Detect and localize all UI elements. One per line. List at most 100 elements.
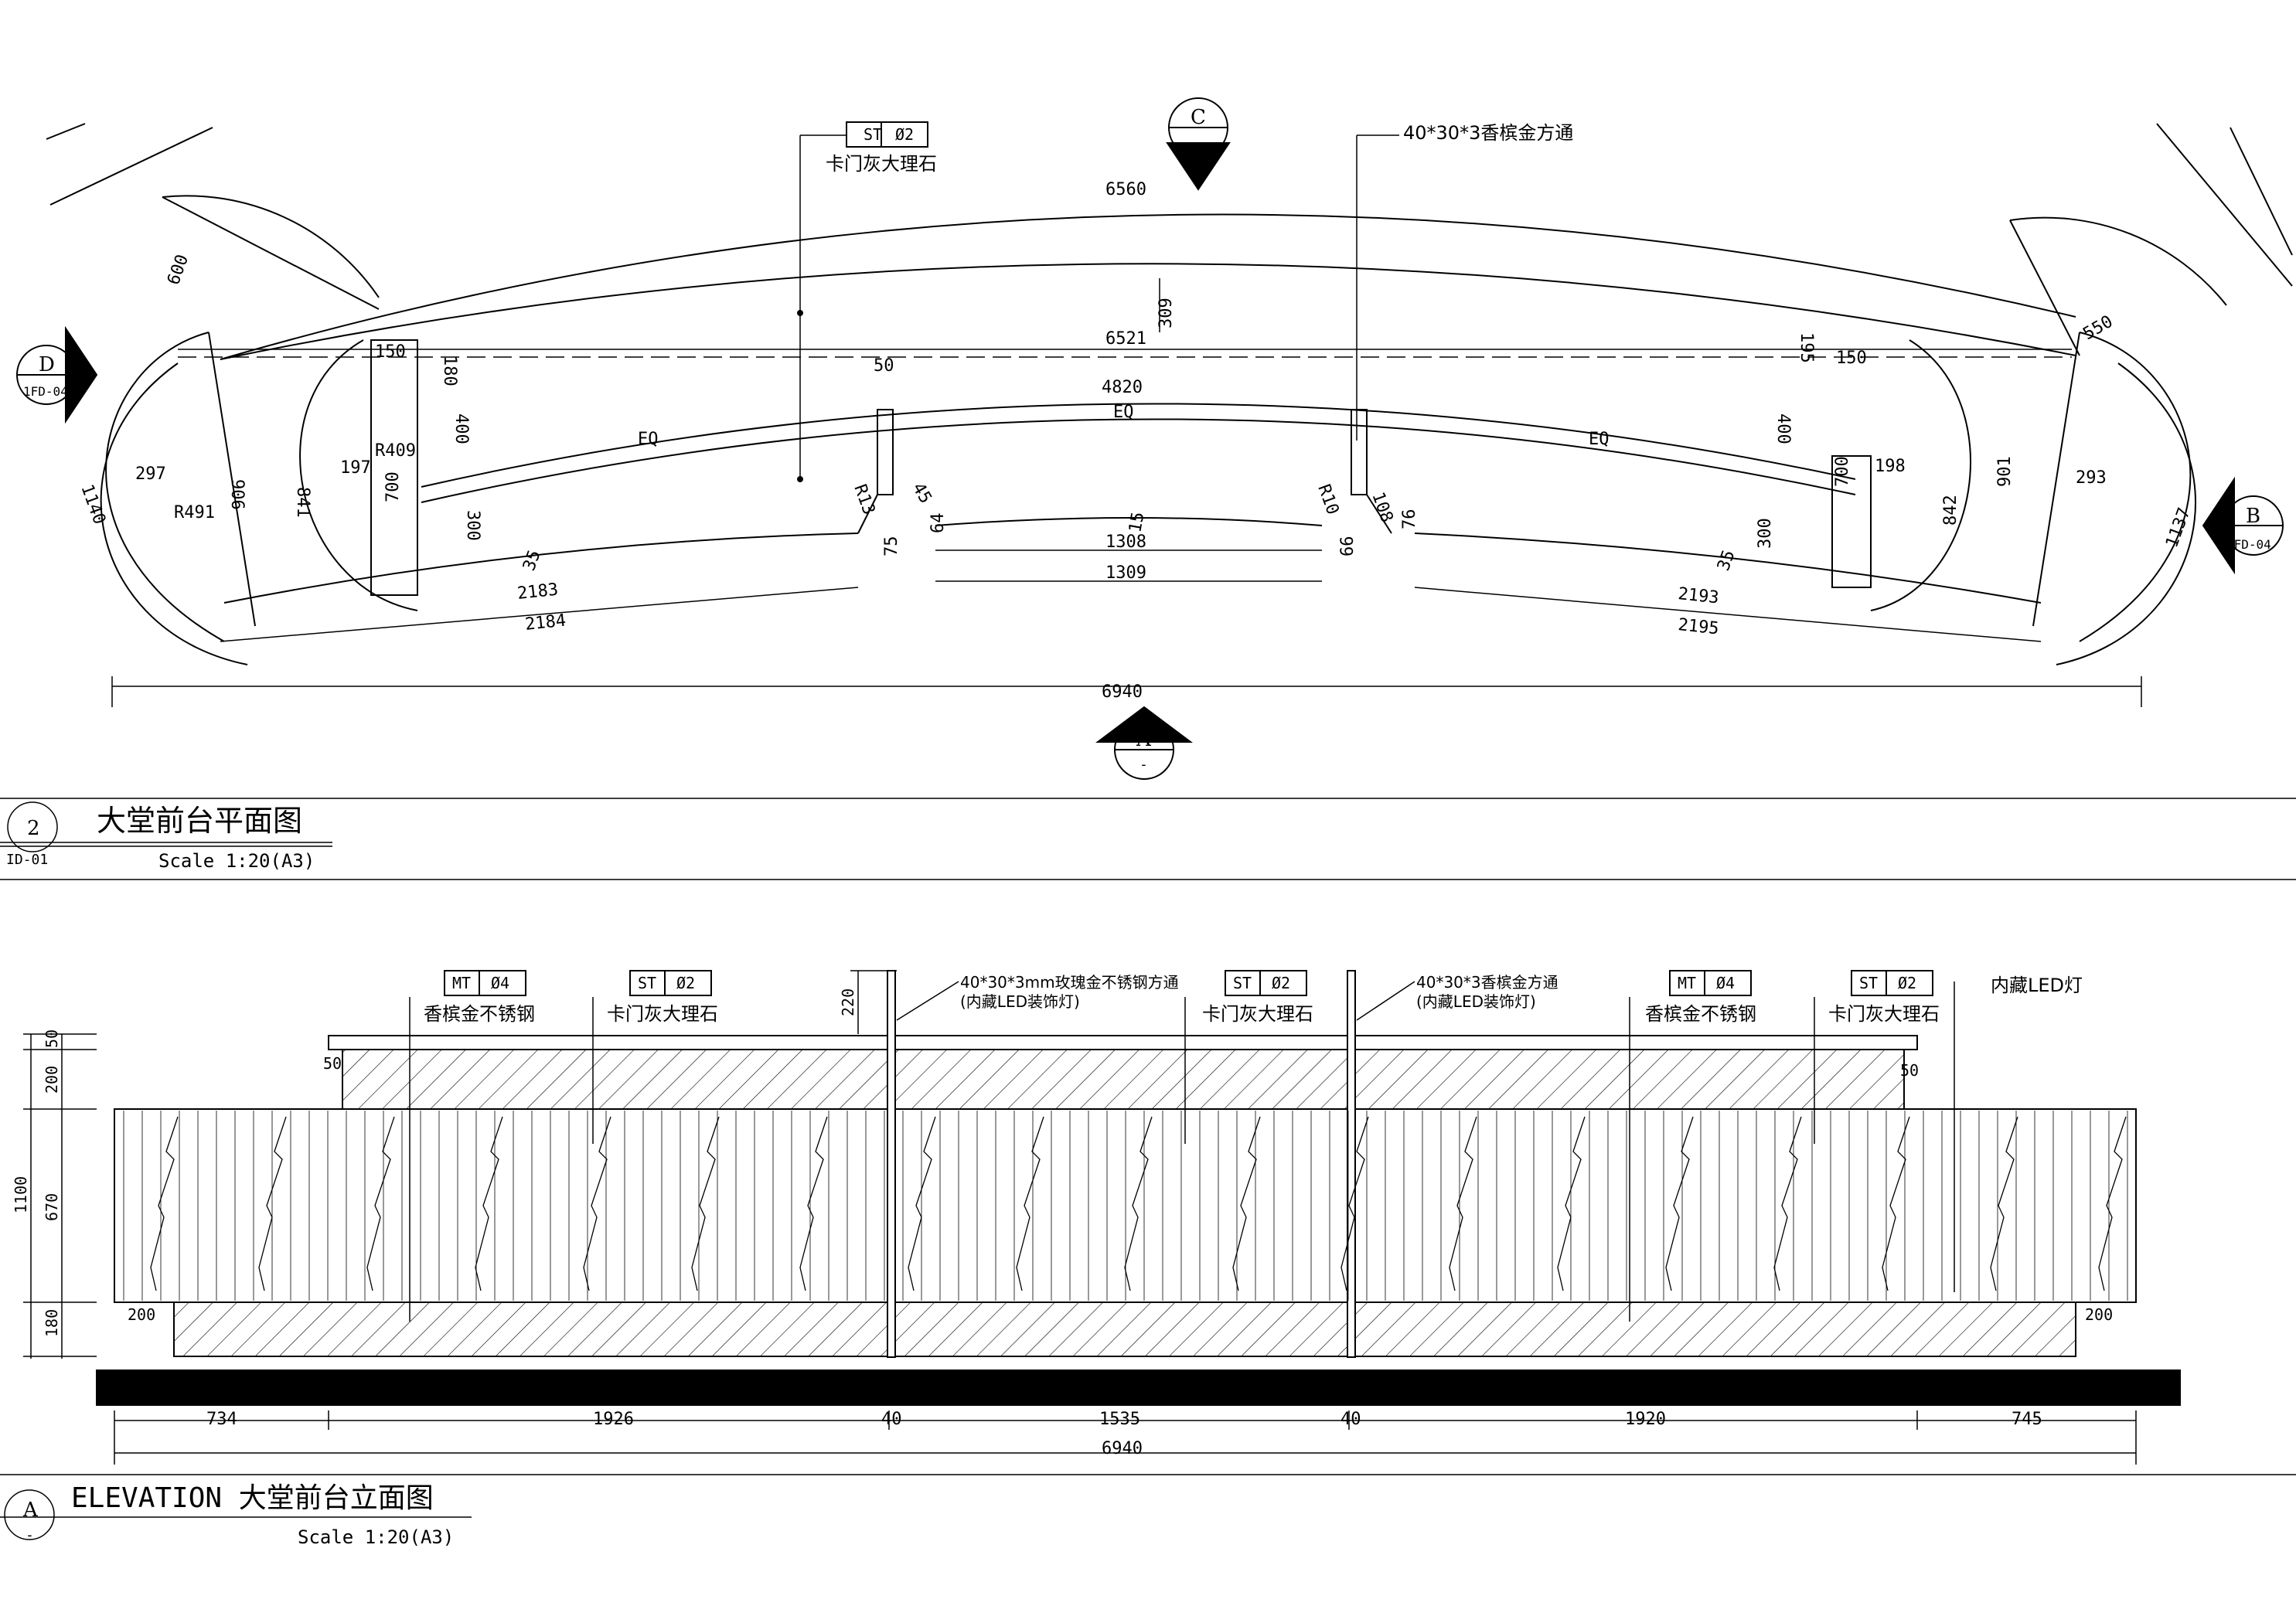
elevation-sub: - [26, 1527, 34, 1543]
elevation-vertical-dims: 50 200 670 1100 180 220 50 50 200 200 [12, 988, 2113, 1337]
led-label: 内藏LED灯 [1991, 975, 2083, 996]
bottom-dim-4: 40 [1340, 1410, 1361, 1429]
dim-r10: R10 [1313, 482, 1342, 518]
marker-c-ref: 1FD-04 [1175, 147, 1220, 162]
bottom-dim-5: 1920 [1625, 1410, 1666, 1429]
dim-150-left: 150 [375, 342, 406, 362]
bottom-dim-2: 40 [881, 1410, 902, 1429]
elevation-view [23, 970, 2181, 1465]
dim-r491: R491 [174, 503, 215, 522]
vdim-670: 670 [43, 1193, 61, 1221]
vdim-1100: 1100 [12, 1176, 30, 1213]
dim-198: 198 [1875, 457, 1906, 476]
st1-num: Ø2 [676, 974, 695, 992]
dim-108: 108 [1368, 490, 1396, 526]
bottom-dim-0: 734 [206, 1410, 237, 1429]
sdim-50-right: 50 [1900, 1061, 1919, 1080]
st1-label: 卡门灰大理石 [607, 1003, 718, 1025]
marble-veining [123, 1111, 2128, 1301]
bar1-line1: 40*30*3mm玫瑰金不锈钢方通 [960, 973, 1179, 992]
dim-eq-3: EQ [1589, 430, 1610, 449]
dim-293: 293 [2076, 468, 2107, 488]
bottom-dim-3: 1535 [1099, 1410, 1140, 1429]
dim-150-right: 150 [1836, 349, 1867, 368]
marker-a-letter: A [1136, 728, 1152, 751]
st3-num: Ø2 [1898, 974, 1916, 992]
dim-6521: 6521 [1105, 329, 1146, 349]
dim-76: 76 [1400, 509, 1419, 530]
mt1-num: Ø4 [491, 974, 509, 992]
marker-c-letter: C [1191, 106, 1206, 129]
plan-view-number: 2 [27, 817, 40, 840]
dim-309: 309 [1157, 298, 1176, 328]
dim-297: 297 [135, 464, 166, 484]
st2-code: ST [1233, 974, 1252, 992]
vdim-180: 180 [43, 1309, 61, 1337]
dim-64: 64 [928, 513, 948, 534]
mt2-num: Ø4 [1716, 974, 1735, 992]
mt2-label: 香槟金不锈钢 [1645, 1003, 1756, 1025]
dim-eq-1: EQ [638, 430, 659, 449]
plan-title-block [0, 798, 2296, 880]
plan-st-tag-num: Ø2 [895, 125, 914, 144]
dim-1309: 1309 [1105, 563, 1146, 583]
dim-2193: 2193 [1677, 584, 1719, 607]
sdim-200-left: 200 [128, 1305, 155, 1324]
elevation-tags: MT Ø4 ST Ø2 ST Ø2 MT Ø4 ST Ø2 [452, 974, 1916, 992]
elevation-scale: Scale 1:20(A3) [298, 1526, 454, 1548]
dim-2184: 2184 [524, 611, 567, 635]
dim-180: 180 [440, 356, 459, 386]
marker-b-letter: B [2246, 505, 2260, 528]
dim-50: 50 [874, 356, 894, 376]
mt1-label: 香槟金不锈钢 [424, 1003, 535, 1025]
dim-eq-2: EQ [1113, 403, 1134, 422]
dim-700-left: 700 [383, 471, 403, 502]
bar2-line1: 40*30*3香槟金方通 [1416, 973, 1558, 992]
bar2-line2: (内藏LED装饰灯) [1416, 992, 1536, 1011]
elevation-title-block [0, 1474, 2296, 1540]
elevation-bar-labels: 40*30*3mm玫瑰金不锈钢方通 (内藏LED装饰灯) 40*30*3香槟金方… [960, 973, 1558, 1011]
dim-300-right: 300 [1756, 518, 1775, 549]
dim-total-6940: 6940 [1102, 1439, 1143, 1458]
dim-300-left: 300 [463, 510, 482, 541]
mt1-code: MT [452, 974, 471, 992]
dim-66: 66 [1338, 536, 1358, 557]
marker-a-ref: - [1139, 757, 1148, 773]
vdim-200: 200 [43, 1066, 61, 1094]
dim-550: 550 [2080, 312, 2117, 345]
dim-841: 841 [293, 487, 312, 518]
sdim-50-left: 50 [323, 1054, 342, 1073]
plan-dimensions: 6560 6521 4820 309 6940 600 550 150 150 … [77, 180, 2194, 702]
dim-35-left: 35 [519, 548, 545, 573]
plan-st-tag-code: ST [864, 125, 882, 144]
dim-45: 45 [908, 480, 935, 507]
st2-label: 卡门灰大理石 [1202, 1003, 1313, 1025]
sdim-200-right: 200 [2085, 1305, 2113, 1324]
dim-2183: 2183 [516, 580, 559, 604]
st3-code: ST [1859, 974, 1878, 992]
dim-75: 75 [882, 536, 901, 557]
dim-600: 600 [164, 252, 192, 288]
dim-901: 901 [1995, 456, 2015, 487]
vdim-220: 220 [839, 988, 857, 1016]
dim-35-right: 35 [1714, 548, 1739, 573]
mt2-code: MT [1678, 974, 1696, 992]
st2-num: Ø2 [1272, 974, 1290, 992]
dim-6940: 6940 [1102, 682, 1143, 702]
plan-view-title: 大堂前台平面图 [97, 804, 302, 838]
elevation-tag-labels: 香槟金不锈钢 卡门灰大理石 卡门灰大理石 香槟金不锈钢 卡门灰大理石 内藏LED… [424, 975, 2083, 1025]
dim-906: 906 [227, 479, 247, 510]
dim-1140: 1140 [77, 482, 109, 527]
dim-842: 842 [1941, 495, 1960, 526]
dim-2195: 2195 [1677, 615, 1719, 638]
elevation-title: ELEVATION 大堂前台立面图 [71, 1482, 434, 1514]
marker-b-ref: 1FD-04 [2226, 537, 2271, 552]
vdim-50: 50 [43, 1029, 61, 1048]
bar1-line2: (内藏LED装饰灯) [960, 992, 1080, 1011]
dim-400-left: 400 [451, 413, 471, 444]
bottom-dim-6: 745 [2012, 1410, 2042, 1429]
dim-r409: R409 [375, 441, 416, 461]
marker-d-ref: 1FD-04 [23, 384, 68, 399]
plan-view-sheet: ID-01 [6, 852, 48, 868]
dim-195: 195 [1797, 332, 1816, 363]
